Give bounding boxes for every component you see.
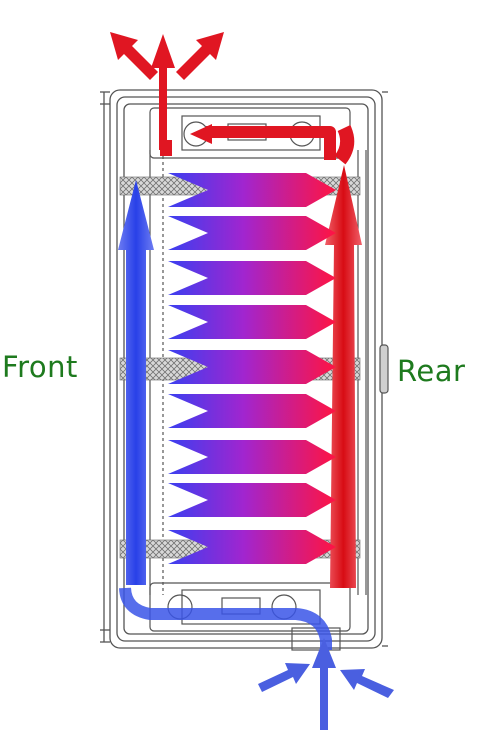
arrow-up-icon xyxy=(312,638,336,730)
flow-arrow xyxy=(168,530,336,564)
flow-arrow xyxy=(168,173,336,207)
hot-air-column xyxy=(325,165,362,588)
flow-arrow xyxy=(168,261,336,295)
arrow-up-left-icon xyxy=(340,669,394,698)
arrow-up-left-icon xyxy=(110,32,158,80)
cold-intake-arrows xyxy=(258,638,394,730)
rear-handle xyxy=(379,344,389,394)
flow-arrow xyxy=(168,350,336,384)
cold-supply-duct xyxy=(119,587,332,650)
flow-arrow xyxy=(168,483,336,517)
flow-arrow xyxy=(168,394,336,428)
front-label: Front xyxy=(2,350,78,384)
hot-return-duct xyxy=(160,124,355,165)
rear-label: Rear xyxy=(397,354,466,388)
equipment-flow-arrows xyxy=(168,173,336,564)
flow-arrow xyxy=(168,216,336,250)
flow-arrow xyxy=(168,440,336,474)
flow-arrow xyxy=(168,305,336,339)
arrow-up-right-icon xyxy=(176,32,224,80)
arrow-left-icon xyxy=(190,124,212,144)
arrow-up-right-icon xyxy=(258,663,310,692)
cold-air-column xyxy=(118,180,154,585)
hot-exhaust-arrows xyxy=(110,32,224,150)
arrow-up-icon xyxy=(151,34,175,150)
